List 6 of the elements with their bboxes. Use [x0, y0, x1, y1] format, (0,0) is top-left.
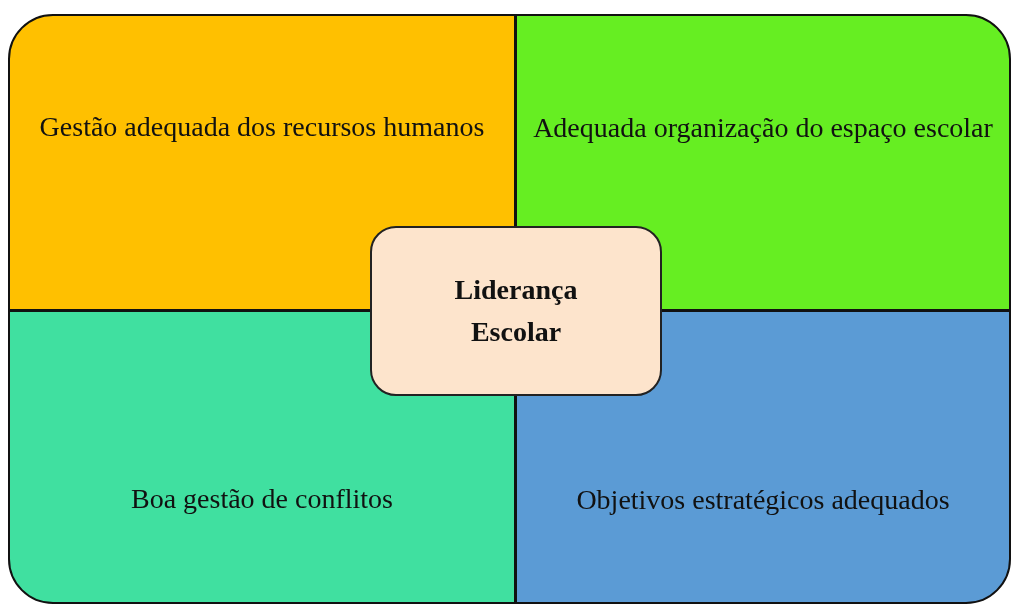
node-text: Objetivos estratégicos adequados	[575, 484, 951, 516]
node-text: Liderança Escolar	[453, 273, 579, 349]
node-text: Boa gestão de conflitos	[129, 483, 395, 515]
node-text: Gestão adequada dos recursos humanos	[38, 111, 486, 143]
center-box	[370, 226, 662, 396]
node-text: Adequada organização do espaço escolar	[532, 112, 994, 144]
